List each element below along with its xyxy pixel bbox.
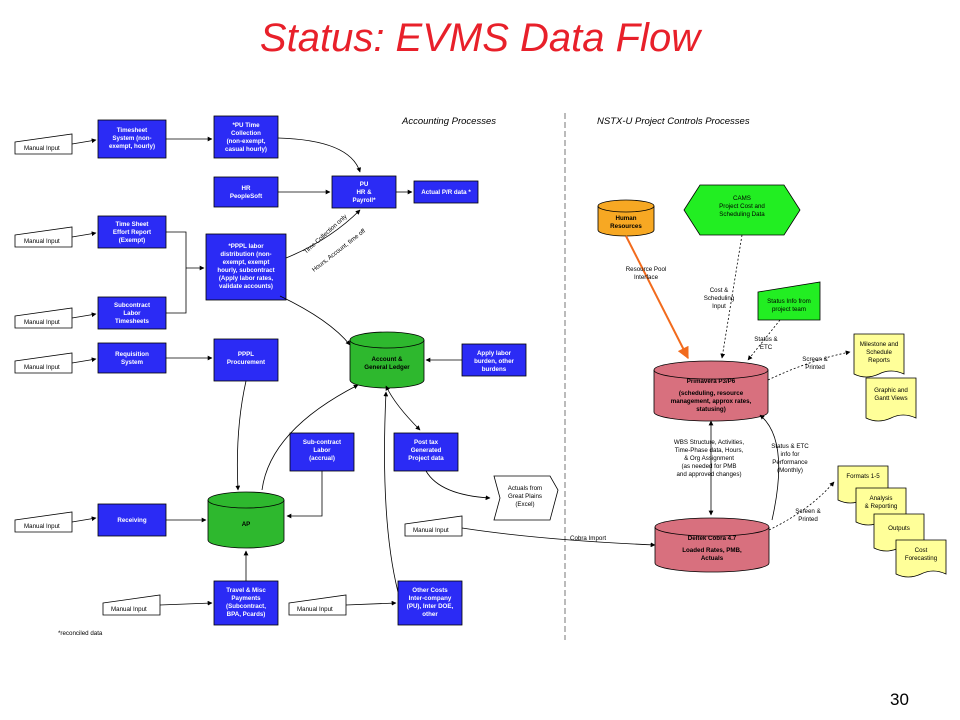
ap-db: AP	[207, 491, 285, 549]
evms-data-flow-diagram: Accounting Processes NSTX-U Project Cont…	[14, 113, 947, 640]
project-controls-header: NSTX-U Project Controls Processes	[597, 116, 750, 127]
accounting-connectors	[71, 136, 656, 606]
actual-pr-data-box: Actual P/R data *	[413, 180, 479, 204]
page-number: 30	[890, 690, 909, 709]
manual-input-5: Manual Input	[14, 511, 73, 533]
manual-input-2: Manual Input	[14, 226, 73, 248]
manual-input-7: Manual Input	[288, 594, 347, 616]
screen-printed-label-2: Screen &Printed	[795, 508, 821, 523]
screen-printed-label-1: Screen &Printed	[802, 356, 828, 371]
svg-text:Manual Input: Manual Input	[413, 527, 449, 534]
reconciled-data-footnote: *reconciled data	[58, 630, 103, 637]
svg-text:Actual P/R data *: Actual P/R data *	[421, 189, 471, 196]
manual-input-8: Manual Input	[404, 515, 463, 537]
svg-text:Manual Input: Manual Input	[111, 606, 147, 613]
accounting-processes-header: Accounting Processes	[401, 116, 496, 127]
svg-text:Manual Input: Manual Input	[24, 523, 60, 530]
project-controls-connectors	[625, 234, 851, 531]
cobra-import-label: Cobra Import	[570, 535, 606, 542]
svg-text:Manual Input: Manual Input	[24, 364, 60, 371]
svg-text:Analysis& Reporting: Analysis& Reporting	[865, 495, 898, 510]
manual-input-1: Manual Input	[14, 133, 73, 155]
manual-input-6: Manual Input	[102, 594, 161, 616]
svg-text:Formats 1-5: Formats 1-5	[846, 473, 880, 480]
svg-text:Manual Input: Manual Input	[24, 238, 60, 245]
svg-text:AP: AP	[242, 521, 251, 528]
svg-text:Account &General Ledger: Account &General Ledger	[364, 356, 410, 371]
status-etc-label: Status &ETC	[754, 336, 778, 351]
svg-text:Outputs: Outputs	[888, 525, 910, 532]
svg-text:Receiving: Receiving	[117, 517, 146, 524]
svg-text:Manual Input: Manual Input	[24, 319, 60, 326]
account-general-ledger-db: Account &General Ledger	[349, 331, 425, 389]
wbs-structure-label: WBS Structure, Activities,Time-Phase dat…	[674, 439, 744, 478]
manual-input-4: Manual Input	[14, 352, 73, 374]
slide-title: Status: EVMS Data Flow	[259, 16, 701, 60]
svg-text:Primavera P3/P6(scheduling, re: Primavera P3/P6(scheduling, resourcemana…	[671, 378, 752, 413]
manual-input-3: Manual Input	[14, 307, 73, 329]
receiving-box: Receiving	[97, 503, 167, 537]
svg-text:Manual Input: Manual Input	[24, 145, 60, 152]
svg-text:Manual Input: Manual Input	[297, 606, 333, 613]
